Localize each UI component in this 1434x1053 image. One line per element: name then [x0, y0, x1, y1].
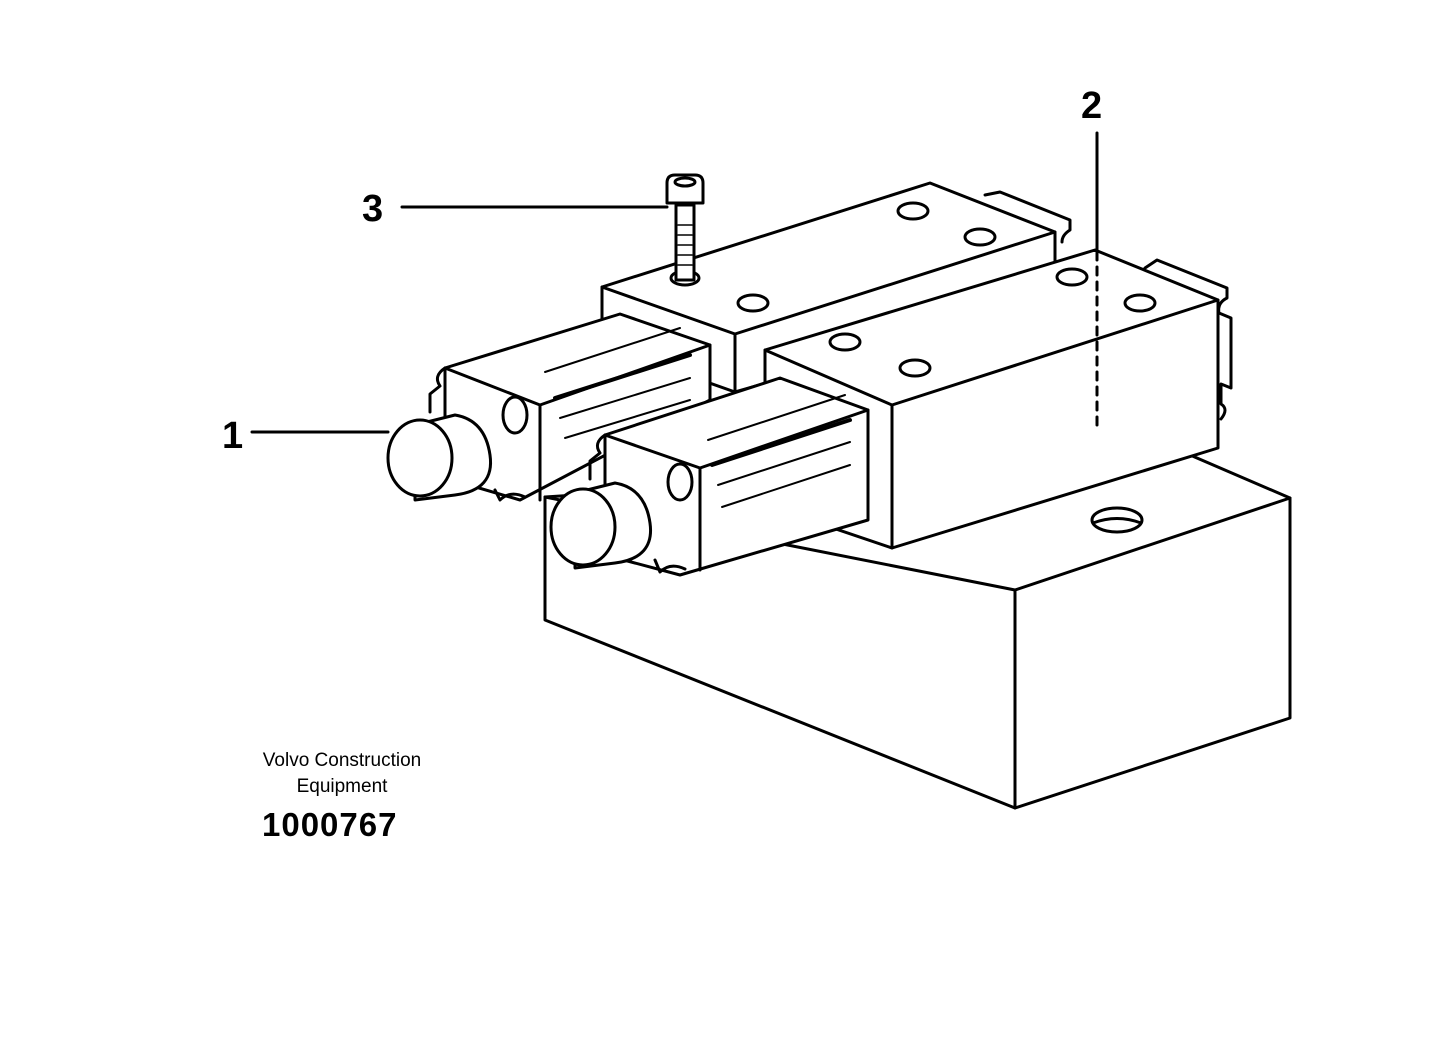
caption-line-1: Volvo Construction	[262, 750, 422, 771]
base-block	[543, 453, 1292, 810]
rear-cap	[386, 413, 493, 502]
callout-3: 3	[362, 188, 383, 230]
front-solenoid	[588, 376, 870, 577]
screw	[665, 173, 705, 282]
document-number: 1000767	[262, 806, 398, 843]
caption-line-2: Equipment	[296, 776, 388, 797]
publisher-caption: Volvo Construction Equipment	[229, 748, 455, 800]
rear-solenoid	[428, 312, 712, 502]
callout-2: 2	[1081, 85, 1102, 127]
front-cap	[549, 481, 653, 570]
callout-1: 1	[222, 415, 243, 457]
